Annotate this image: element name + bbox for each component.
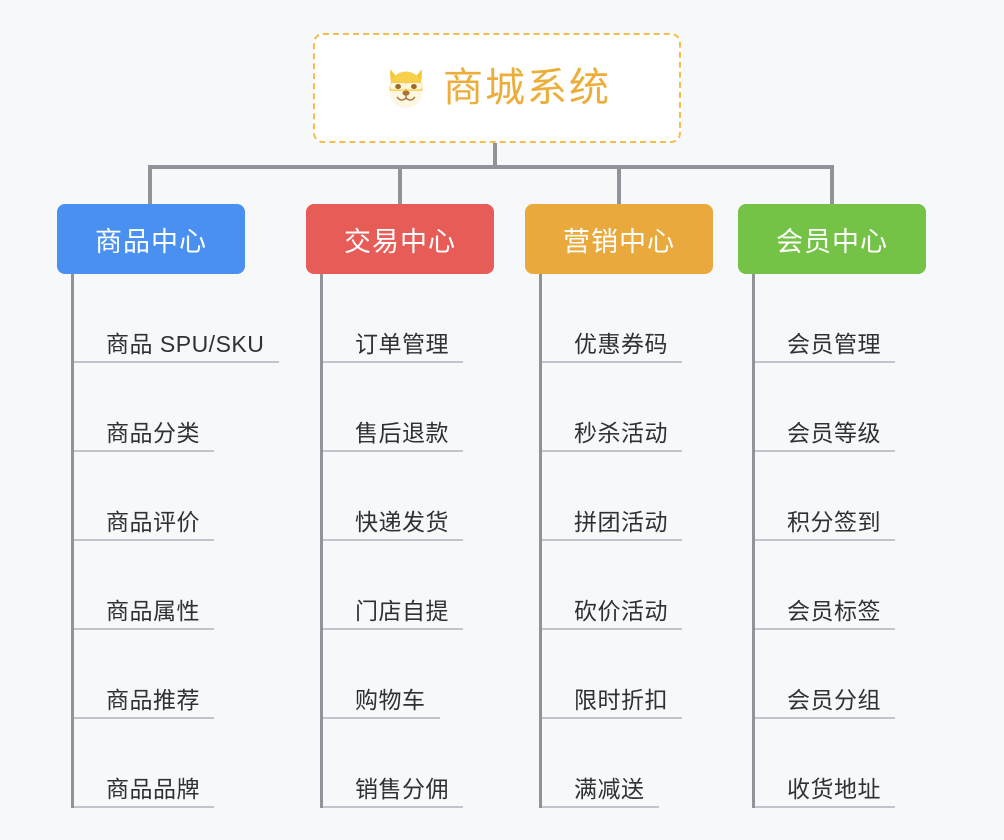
leaf-item[interactable]: 商品评价 bbox=[74, 452, 248, 541]
leaf-label: 优惠券码 bbox=[574, 330, 668, 357]
leaf-label: 订单管理 bbox=[355, 330, 449, 357]
leaf-item[interactable]: 会员分组 bbox=[755, 630, 929, 719]
leaf-item[interactable]: 收货地址 bbox=[755, 719, 929, 808]
leaf-item[interactable]: 秒杀活动 bbox=[542, 363, 716, 452]
dog-face-icon bbox=[389, 69, 423, 109]
branch-header-label-1: 商品中心 bbox=[95, 226, 207, 257]
branch-header-label-2: 交易中心 bbox=[344, 226, 456, 257]
leaf-item[interactable]: 门店自提 bbox=[323, 541, 497, 630]
leaf-list-1: 商品 SPU/SKU 商品分类 商品评价 商品属性 商品推荐 商品品牌 bbox=[71, 274, 279, 808]
leaf-item[interactable]: 拼团活动 bbox=[542, 452, 716, 541]
leaf-label: 限时折扣 bbox=[574, 686, 668, 713]
leaf-item[interactable]: 商品品牌 bbox=[74, 719, 248, 808]
leaf-label: 商品属性 bbox=[106, 597, 200, 624]
leaf-item[interactable]: 购物车 bbox=[323, 630, 497, 719]
branch-column-4: 会员中心 会员管理 会员等级 积分签到 会员标签 会员分组 收货地址 bbox=[738, 204, 926, 808]
leaf-item[interactable]: 限时折扣 bbox=[542, 630, 716, 719]
leaf-label: 售后退款 bbox=[355, 419, 449, 446]
branch-header-3[interactable]: 营销中心 bbox=[525, 204, 713, 274]
leaf-label: 商品评价 bbox=[106, 508, 200, 535]
leaf-label: 购物车 bbox=[355, 686, 426, 713]
leaf-item[interactable]: 积分签到 bbox=[755, 452, 929, 541]
connector-drop-4 bbox=[830, 165, 834, 204]
leaf-list-2: 订单管理 售后退款 快递发货 门店自提 购物车 销售分佣 bbox=[320, 274, 497, 808]
leaf-item[interactable]: 售后退款 bbox=[323, 363, 497, 452]
leaf-label: 会员管理 bbox=[787, 330, 881, 357]
leaf-list-4: 会员管理 会员等级 积分签到 会员标签 会员分组 收货地址 bbox=[752, 274, 929, 808]
leaf-item[interactable]: 快递发货 bbox=[323, 452, 497, 541]
leaf-item[interactable]: 订单管理 bbox=[323, 274, 497, 363]
branch-column-3: 营销中心 优惠券码 秒杀活动 拼团活动 砍价活动 限时折扣 满减送 bbox=[525, 204, 713, 808]
leaf-label: 会员标签 bbox=[787, 597, 881, 624]
connector-drop-3 bbox=[617, 165, 621, 204]
leaf-label: 满减送 bbox=[574, 775, 645, 802]
leaf-label: 积分签到 bbox=[787, 508, 881, 535]
leaf-label: 拼团活动 bbox=[574, 508, 668, 535]
branch-header-2[interactable]: 交易中心 bbox=[306, 204, 494, 274]
leaf-item[interactable]: 会员标签 bbox=[755, 541, 929, 630]
connector-drop-2 bbox=[398, 165, 402, 204]
root-node[interactable]: 商城系统 bbox=[313, 33, 681, 143]
leaf-label: 商品品牌 bbox=[106, 775, 200, 802]
leaf-label: 秒杀活动 bbox=[574, 419, 668, 446]
root-title: 商城系统 bbox=[443, 66, 611, 110]
leaf-label: 会员等级 bbox=[787, 419, 881, 446]
leaf-item[interactable]: 满减送 bbox=[542, 719, 716, 808]
connector-drop-1 bbox=[148, 165, 152, 204]
branch-header-label-3: 营销中心 bbox=[563, 226, 675, 257]
leaf-label: 收货地址 bbox=[787, 775, 881, 802]
connector-root-stem bbox=[493, 143, 497, 167]
connector-horizontal-bus bbox=[148, 165, 834, 169]
branch-column-1: 商品中心 商品 SPU/SKU 商品分类 商品评价 商品属性 商品推荐 商品品牌 bbox=[57, 204, 279, 808]
leaf-label: 砍价活动 bbox=[574, 597, 668, 624]
branch-header-label-4: 会员中心 bbox=[776, 226, 888, 257]
leaf-item[interactable]: 商品属性 bbox=[74, 541, 248, 630]
leaf-label: 会员分组 bbox=[787, 686, 881, 713]
leaf-item[interactable]: 商品 SPU/SKU bbox=[74, 274, 279, 363]
leaf-item[interactable]: 砍价活动 bbox=[542, 541, 716, 630]
leaf-item[interactable]: 会员等级 bbox=[755, 363, 929, 452]
leaf-label: 商品 SPU/SKU bbox=[106, 330, 265, 357]
leaf-label: 销售分佣 bbox=[355, 775, 449, 802]
leaf-label: 快递发货 bbox=[355, 508, 449, 535]
leaf-list-3: 优惠券码 秒杀活动 拼团活动 砍价活动 限时折扣 满减送 bbox=[539, 274, 716, 808]
leaf-item[interactable]: 商品分类 bbox=[74, 363, 248, 452]
branch-header-4[interactable]: 会员中心 bbox=[738, 204, 926, 274]
branch-column-2: 交易中心 订单管理 售后退款 快递发货 门店自提 购物车 销售分佣 bbox=[306, 204, 494, 808]
leaf-label: 商品推荐 bbox=[106, 686, 200, 713]
branch-header-1[interactable]: 商品中心 bbox=[57, 204, 245, 274]
leaf-item[interactable]: 优惠券码 bbox=[542, 274, 716, 363]
leaf-label: 商品分类 bbox=[106, 419, 200, 446]
leaf-item[interactable]: 销售分佣 bbox=[323, 719, 497, 808]
leaf-item[interactable]: 会员管理 bbox=[755, 274, 929, 363]
leaf-label: 门店自提 bbox=[355, 597, 449, 624]
leaf-item[interactable]: 商品推荐 bbox=[74, 630, 248, 719]
